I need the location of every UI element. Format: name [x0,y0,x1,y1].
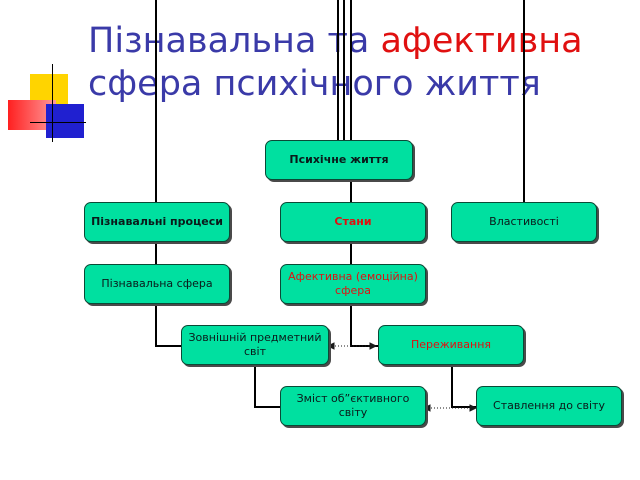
title-part1: Пізнавальна та [88,21,381,61]
node-experiences: Переживання [378,325,524,365]
node-object-content: Зміст об”єктивного світу [280,386,426,426]
arrowhead-right-2 [469,404,478,412]
connector-experiences-down [451,364,453,407]
connector-right-vertical [523,0,525,202]
connector-center-vertical-a [337,0,339,140]
node-affective-sphere: Афективна (емоційна) сфера [280,264,426,304]
title-accent: афективна [380,21,583,61]
node-cognitive-sphere: Пізнавальна сфера [84,264,230,304]
connector-experiences-bottom [451,406,477,408]
node-attitude-to-world: Ставлення до світу [476,386,622,426]
node-cognitive-processes: Пізнавальні процеси [84,202,230,242]
connector-left-bottom [155,345,181,347]
node-properties: Властивості [451,202,597,242]
connector-center-vertical-b [343,0,345,140]
connector-outer-world-down [254,364,256,407]
arrowhead-left-2 [422,404,431,412]
arrowhead-right-1 [369,342,378,350]
connector-outer-world-bottom [254,406,280,408]
connector-left-vertical [155,0,157,346]
page-title: Пізнавальна та афективна сфера психічног… [88,20,628,106]
node-states: Стани [280,202,426,242]
connector-center-bottom [350,345,378,347]
title-line2: сфера психічного життя [88,64,541,104]
decor-line-horizontal [30,122,86,123]
node-mental-life: Психічне життя [265,140,413,180]
node-outer-world: Зовнішній предметний світ [181,325,329,365]
arrowhead-left-1 [326,342,335,350]
decor-line-vertical [52,64,53,142]
